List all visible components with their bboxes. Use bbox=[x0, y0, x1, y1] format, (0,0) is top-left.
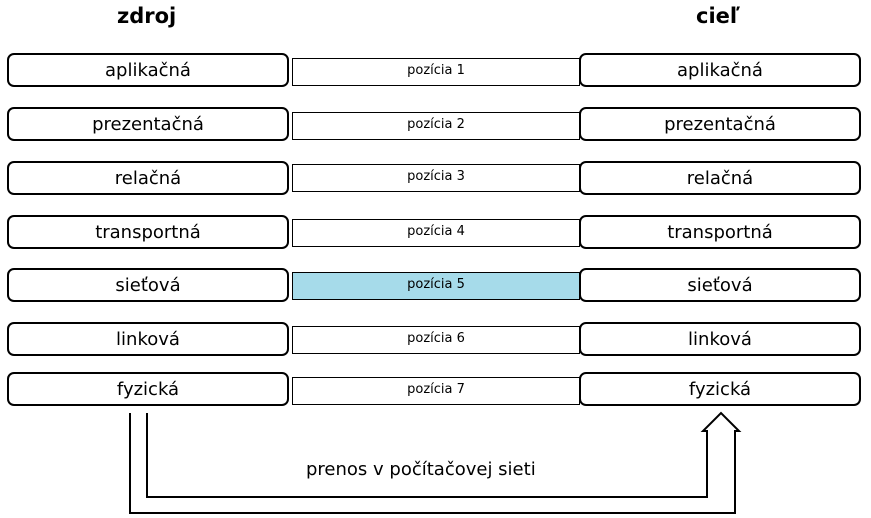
target-layer-5: sieťová bbox=[579, 268, 861, 302]
target-layer-label-5: sieťová bbox=[687, 274, 753, 296]
connector-label-1: pozícia 1 bbox=[407, 63, 465, 78]
target-layer-label-1: aplikačná bbox=[677, 59, 763, 81]
target-layer-6: linková bbox=[579, 322, 861, 356]
source-layer-label-4: transportná bbox=[95, 221, 201, 243]
target-header: cieľ bbox=[696, 4, 740, 28]
connector-5: pozícia 5 bbox=[292, 272, 580, 300]
target-layer-2: prezentačná bbox=[579, 107, 861, 141]
source-layer-1: aplikačná bbox=[7, 53, 289, 87]
target-layer-label-6: linková bbox=[688, 328, 752, 350]
source-layer-6: linková bbox=[7, 322, 289, 356]
connector-1: pozícia 1 bbox=[292, 58, 580, 86]
source-header: zdroj bbox=[117, 4, 177, 28]
connector-label-3: pozícia 3 bbox=[407, 169, 465, 184]
connector-4: pozícia 4 bbox=[292, 219, 580, 247]
target-layer-4: transportná bbox=[579, 215, 861, 249]
source-layer-label-5: sieťová bbox=[115, 274, 181, 296]
source-layer-5: sieťová bbox=[7, 268, 289, 302]
connector-3: pozícia 3 bbox=[292, 164, 580, 192]
target-layer-3: relačná bbox=[579, 161, 861, 195]
source-layer-label-2: prezentačná bbox=[92, 113, 204, 135]
transmission-label: prenos v počítačovej sieti bbox=[306, 459, 536, 480]
target-layer-label-4: transportná bbox=[667, 221, 773, 243]
connector-2: pozícia 2 bbox=[292, 112, 580, 140]
connector-6: pozícia 6 bbox=[292, 326, 580, 354]
connector-label-7: pozícia 7 bbox=[407, 382, 465, 397]
source-layer-label-7: fyzická bbox=[116, 378, 180, 400]
source-layer-2: prezentačná bbox=[7, 107, 289, 141]
target-layer-1: aplikačná bbox=[579, 53, 861, 87]
source-layer-4: transportná bbox=[7, 215, 289, 249]
connector-label-4: pozícia 4 bbox=[407, 224, 465, 239]
target-layer-label-3: relačná bbox=[686, 167, 754, 189]
target-layer-7: fyzická bbox=[579, 372, 861, 406]
target-layer-label-7: fyzická bbox=[688, 378, 752, 400]
source-layer-3: relačná bbox=[7, 161, 289, 195]
connector-label-6: pozícia 6 bbox=[407, 331, 465, 346]
target-layer-label-2: prezentačná bbox=[664, 113, 776, 135]
connector-7: pozícia 7 bbox=[292, 377, 580, 405]
source-layer-label-3: relačná bbox=[114, 167, 182, 189]
connector-label-2: pozícia 2 bbox=[407, 117, 465, 132]
source-layer-7: fyzická bbox=[7, 372, 289, 406]
connector-label-5: pozícia 5 bbox=[407, 277, 465, 292]
source-layer-label-6: linková bbox=[116, 328, 180, 350]
source-layer-label-1: aplikačná bbox=[105, 59, 191, 81]
